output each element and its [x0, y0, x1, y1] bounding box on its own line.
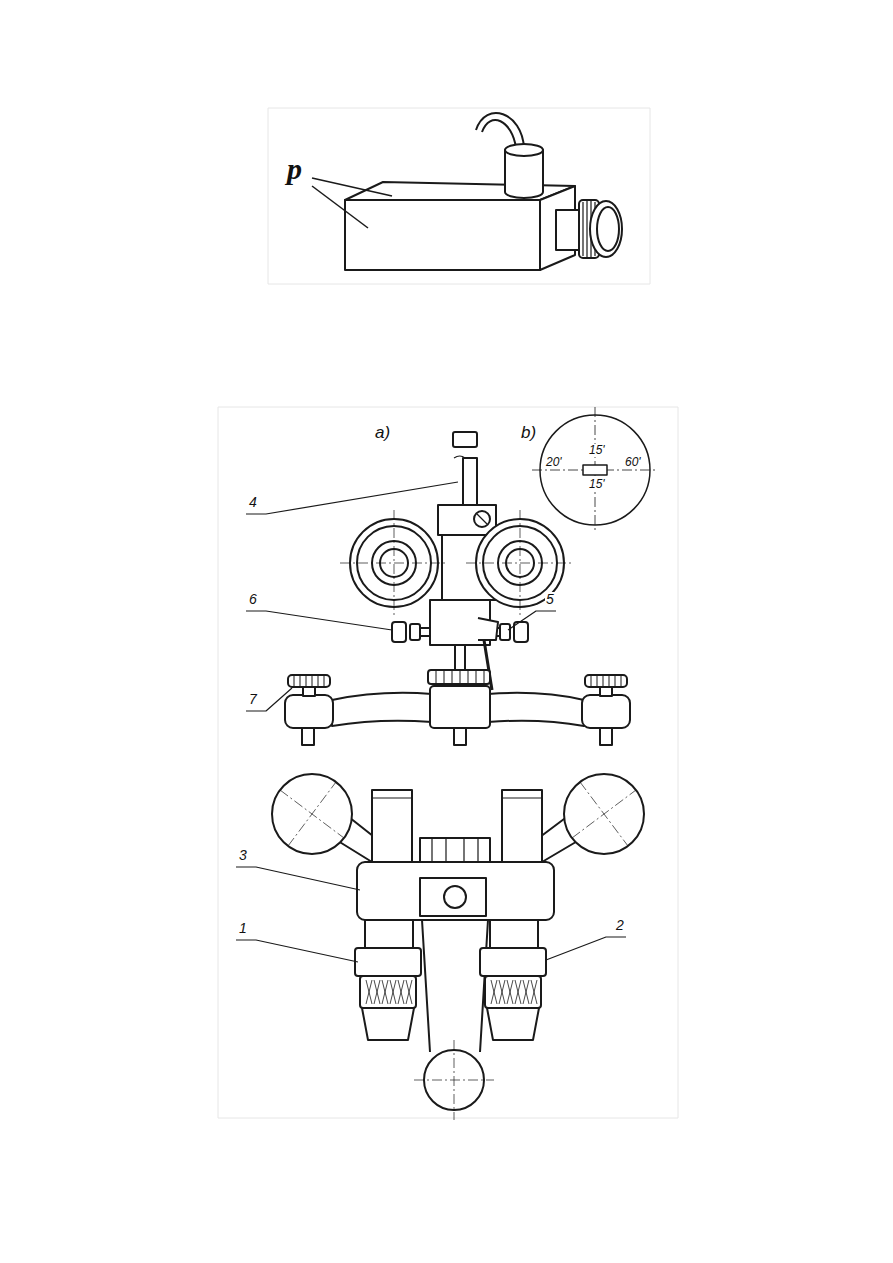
- knob: [410, 624, 420, 640]
- part-letter: p: [286, 152, 303, 185]
- leader-line: [236, 867, 360, 890]
- bracket: [478, 618, 498, 640]
- tube: [372, 790, 412, 870]
- scale-value: 20': [545, 456, 563, 469]
- centre-line: [280, 782, 636, 846]
- callout-number: 6: [248, 592, 258, 607]
- knurled-ring: [485, 976, 541, 1008]
- centre-line: [414, 1040, 494, 1120]
- callout-number: 7: [248, 692, 258, 707]
- adjusting-parts: [420, 838, 490, 862]
- stand-arm: [422, 920, 488, 1052]
- foot-pin: [302, 728, 314, 745]
- knurled-collar: [428, 670, 490, 684]
- clamp-screw: [474, 511, 490, 527]
- knurling: [491, 980, 537, 1004]
- eyepiece-collar: [355, 948, 421, 976]
- housing: [357, 862, 554, 920]
- knob: [500, 624, 510, 640]
- rod: [463, 458, 477, 508]
- adjusting-parts: [432, 838, 478, 862]
- foot-lug: [582, 695, 630, 728]
- rod-end: [453, 432, 477, 447]
- knurling: [436, 671, 484, 683]
- leader-line: [236, 940, 358, 962]
- reticle-axis: [532, 407, 658, 532]
- leader-line: [312, 186, 368, 228]
- tube: [502, 790, 542, 870]
- clamp-bore: [444, 886, 466, 908]
- clamp-block: [438, 505, 496, 535]
- view-label: b): [520, 424, 537, 443]
- eye-cup: [487, 1008, 539, 1040]
- figure-frame: [268, 108, 650, 284]
- scale-value: 15': [588, 478, 606, 491]
- cylinder-top: [505, 144, 543, 156]
- eyepiece-collar: [480, 948, 546, 976]
- knurled-ring: [360, 976, 416, 1008]
- clamp: [420, 878, 486, 916]
- leader-lines: [236, 482, 626, 962]
- eyepiece: [355, 920, 546, 1040]
- eyepiece-tube: [365, 920, 413, 948]
- knob-shaft: [420, 628, 430, 636]
- tripod-arm: [488, 693, 584, 726]
- scale-value: 60': [624, 456, 642, 469]
- box-front-face: [345, 200, 540, 270]
- eyepiece-lens: [597, 207, 619, 251]
- bubble-mark: [583, 465, 607, 475]
- leader-line: [508, 611, 556, 630]
- callout-number: 3: [238, 848, 248, 863]
- eyepiece-tube: [490, 920, 538, 948]
- eyepiece-lens: [590, 201, 622, 257]
- leader-line: [246, 611, 392, 630]
- figure-frame: [218, 407, 678, 1118]
- screw-slot: [477, 514, 487, 524]
- knob: [392, 622, 406, 642]
- foot-pin: [600, 728, 612, 745]
- knurling: [366, 980, 412, 1004]
- callout-number: 5: [545, 592, 555, 607]
- cable: [482, 120, 516, 148]
- callout-number: 4: [248, 495, 258, 510]
- cable: [476, 113, 524, 148]
- knurling: [294, 676, 621, 686]
- scale-value: 15': [588, 444, 606, 457]
- cylinder-body: [505, 150, 543, 198]
- foot-lug: [285, 695, 333, 728]
- leader-line: [312, 178, 392, 196]
- callout-number: 1: [238, 921, 248, 936]
- leader-line: [246, 482, 458, 514]
- view-label: a): [374, 424, 391, 443]
- tripod-hub: [430, 686, 490, 728]
- leader-line: [546, 937, 626, 960]
- foot-pin: [454, 728, 466, 745]
- tripod-arm: [332, 693, 432, 726]
- eye-cup: [362, 1008, 414, 1040]
- callout-number: 2: [615, 918, 625, 933]
- tube-cap: [372, 797, 542, 798]
- spindle: [455, 645, 465, 670]
- leader-line: [246, 688, 292, 711]
- instrument-figures: [218, 108, 678, 1120]
